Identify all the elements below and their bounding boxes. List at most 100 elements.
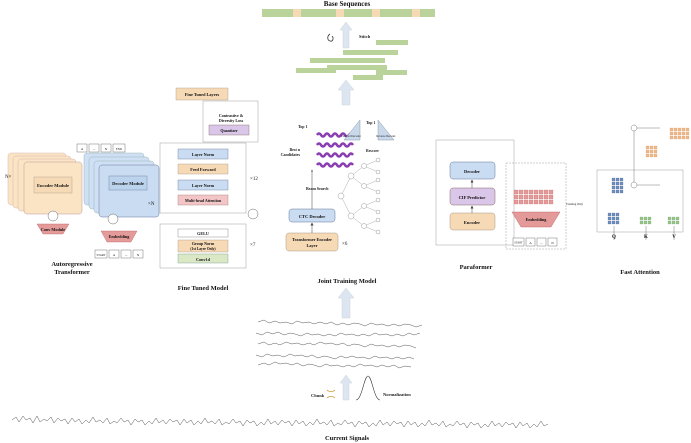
paraformer-encoder-label: Encoder [464,220,480,225]
normalization-label: Normalization [383,392,411,397]
multiply-node-icon [630,181,638,189]
token-n: N [105,147,108,151]
joint-training-model: Top 1 Top 1 Best n Candidates Forward De… [281,119,396,285]
multi-head-attention: Multi-head Attention [185,198,222,203]
sequence-fragment [343,50,398,55]
paraformer-token-a: A [529,241,532,245]
base-seq-segment [412,9,420,17]
token-dots-input: ... [125,253,128,257]
multiply-node-icon [630,124,638,132]
up-arrow [339,21,353,49]
sequence-fragment [327,65,387,70]
autoregressive-transformer: Encoder Module N× Conv Module Decoder Mo… [5,143,160,276]
current-signals-title: Current Signals [325,435,370,442]
token-a-input: A [113,253,116,257]
forward-decoder-label: Forward Decoder [341,135,361,138]
base-sequences-title: Base Sequences [324,0,371,8]
kv-grid [639,216,680,225]
k-label: K [644,235,648,240]
embedding-block [100,230,138,243]
chunked-signal-lines [255,319,423,369]
paraformer-embedding-block [511,211,561,228]
group-norm-label: Group Norm [192,241,215,246]
paraformer-title: Paraformer [460,264,493,271]
scissor-icon [326,389,336,399]
token-a: A [81,147,84,151]
sequence-fragment [376,70,407,75]
base-seq-segment [293,9,301,17]
conv-module-block [36,223,70,235]
position-encoding-icon [107,213,119,225]
fine-tuned-model: Fine Tuned Layers Contrastive & Diversit… [159,87,259,292]
transformer-encoder-label-2: Layer [307,243,318,248]
encoder-module-label: Encoder Module [37,183,69,188]
diversity-label: Diversity Loss [219,118,244,123]
feed-forward: Feed Forward [190,167,216,172]
attention-grid [611,177,624,194]
up-arrow [337,79,355,106]
token-start: START [96,253,105,257]
conv-module-label: Conv Module [41,227,65,232]
x6-label: ×6 [342,242,348,247]
v-label: V [672,235,676,240]
sequence-fragment [353,75,383,80]
layer-norm-top: Layer Norm [192,152,215,157]
token-end: END [116,147,123,151]
base-seq-segment [336,9,344,17]
token-n-input: N [137,253,140,257]
contrastive-label: Contrastive & [219,113,244,118]
candidate-wave [315,142,355,148]
stitch-label: Stitch [359,34,371,39]
fast-attention-title: Fast Attention [620,269,660,276]
decoder-module-label: Decoder Module [112,181,144,186]
token-dots: ... [93,147,96,151]
reverse-decoder-label: Reverse Decoder [376,135,395,138]
autoregressive-title-2: Transformer [54,269,90,276]
top1-left-label: Top 1 [298,124,308,129]
autoregressive-title-1: Autoregressive [51,261,92,268]
transformer-encoder-label: Transformer Encoder [292,237,332,242]
fine-tuned-title: Fine Tuned Model [178,285,229,292]
joint-training-title: Joint Training Model [318,278,377,285]
value-grid [645,145,658,158]
reverse-decoder-shape [377,119,395,141]
scissor-icon [327,33,334,42]
training-only-label: Training Only [566,202,583,206]
paraformer-decoder-label: Decoder [464,169,480,174]
cif-predictor-label: CIF Predictor [459,195,486,200]
position-encoding-icon [247,208,259,220]
up-arrow [339,374,353,401]
ctc-decoder-label: CTC Decoder [299,214,326,219]
fast-attention: Q K V Fast Attention [596,124,690,276]
raw-current-signal [11,415,549,429]
paraformer-token-dots: ... [540,241,543,245]
base-seq-segment [372,9,380,17]
base-sequence-bar [262,9,435,17]
embedding-grid [513,189,554,205]
sequence-fragment [376,40,408,45]
top1-right-label: Top 1 [366,120,376,125]
candidates-label: Candidates [281,152,301,157]
chunk-label: Chunk [311,393,325,398]
nx-right-label: ×N [148,202,155,207]
paraformer-token-start: START [514,242,523,245]
embedding-label: Embedding [109,234,131,239]
sequence-fragment [310,58,385,63]
rescore-label: Rescore [366,149,379,153]
normalization-curve-icon [355,375,381,401]
paraformer-embedding-label: Embedding [526,217,548,222]
group-norm-sub: (1st Layer Only) [190,247,216,251]
beam-search-label: Beam Search [306,186,329,191]
paraformer: Decoder CIF Predictor Encoder Training O… [435,139,583,271]
x7-label: ×7 [250,243,256,248]
candidate-wave [315,162,355,168]
conv1d-label: Conv1d [196,257,211,262]
q-label: Q [612,235,616,240]
quantizer-label: Quantizer [220,128,238,133]
x12-label: ×12 [250,177,258,182]
gelu-label: GELU [197,231,209,236]
nx-left-label: N× [5,175,12,180]
up-arrow [337,287,355,319]
decoder-module-block [98,164,160,218]
